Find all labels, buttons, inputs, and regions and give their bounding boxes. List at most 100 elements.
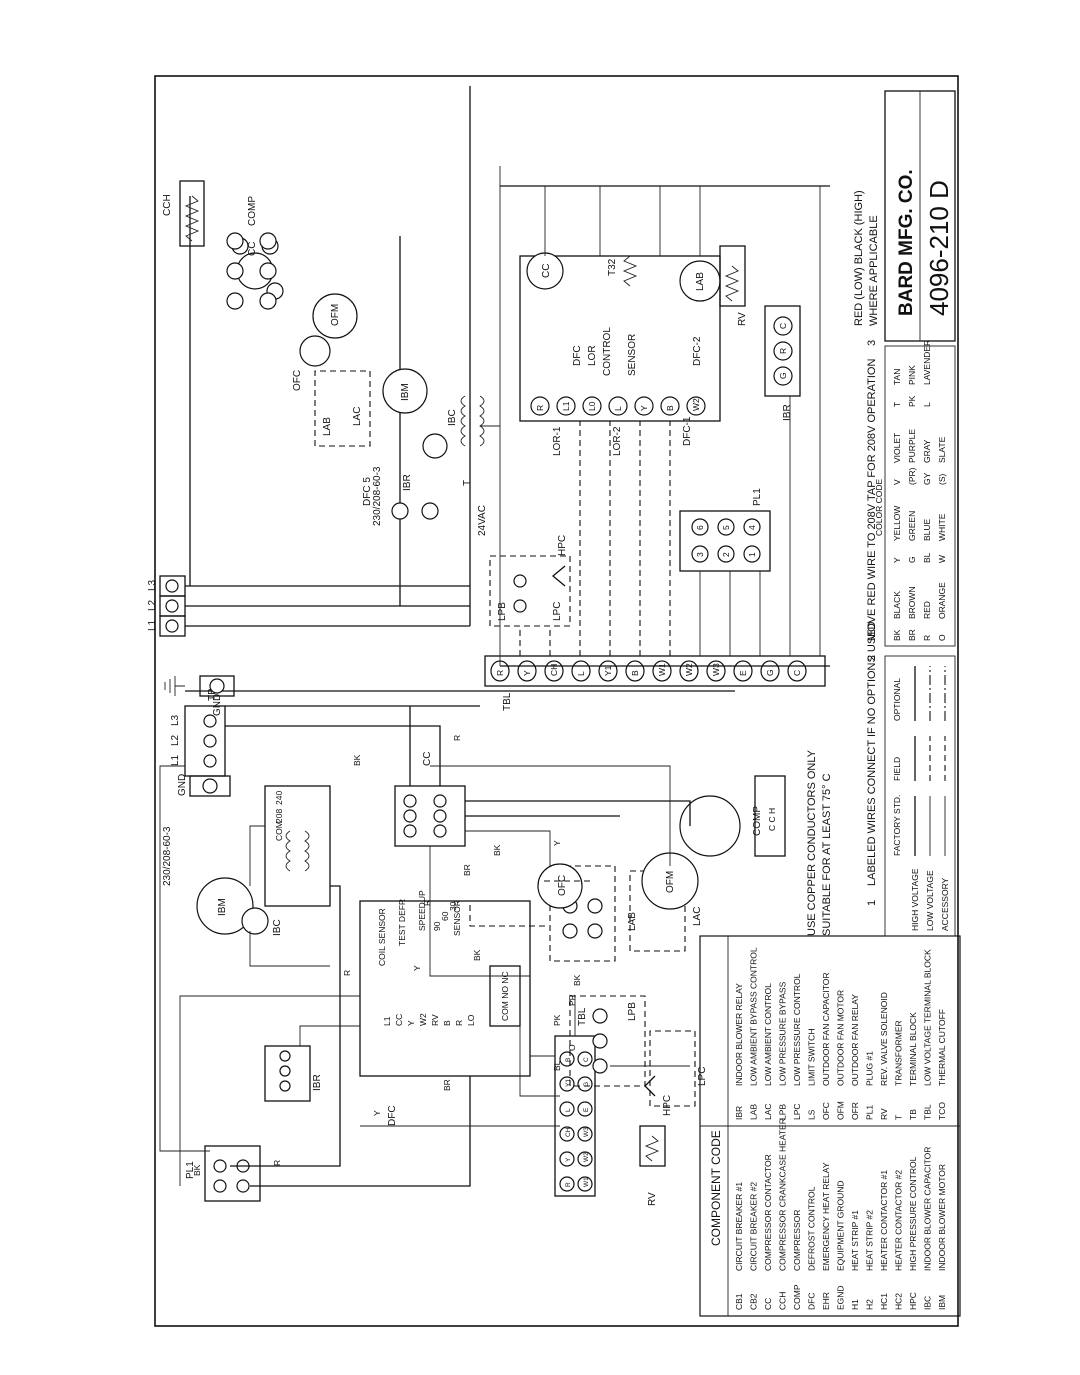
color-code-name: WHITE: [937, 513, 947, 541]
component-code-key: LPC: [792, 1103, 802, 1120]
sch-l1: L1: [147, 619, 158, 631]
wire-color-label: Y: [412, 965, 422, 971]
component-code-key: OFR: [850, 1102, 860, 1120]
sensor-label-wiring: SENSOR: [452, 900, 462, 936]
sch-transformer: T 24VAC: [460, 395, 488, 536]
dfc-terminal-label: L1: [382, 1016, 392, 1026]
tbl-wiring-terminal: [559, 1151, 575, 1167]
wire-color-label: BK: [352, 754, 362, 766]
wire-color-label: R: [452, 735, 462, 741]
color-code-key: BR: [907, 629, 917, 641]
wire-color-label: BK: [572, 974, 582, 986]
color-code-key: BK: [892, 629, 902, 641]
dfc-terminal-label: B: [442, 1020, 452, 1026]
component-code-desc: LIMIT SWITCH: [807, 1029, 817, 1086]
color-code-table: COLOR CODE BKBLACKBRBROWNRREDOORANGEYYEL…: [874, 340, 956, 647]
dfc-terminal-label: Y: [406, 1020, 416, 1026]
control-terminal: [530, 396, 550, 416]
component-code-key: CB2: [749, 1293, 759, 1310]
wire-color-label: BR: [442, 1079, 452, 1091]
component-code-key: PL1: [865, 1105, 875, 1120]
sheet-border: [154, 75, 959, 1327]
wire-color-label: R: [272, 1160, 282, 1166]
color-code-key: (S): [937, 474, 947, 486]
lpc-label-wiring: LPC: [697, 1067, 708, 1086]
cch-label-wiring: C C H: [767, 808, 777, 831]
tbl-wiring-terminal-label: Y: [565, 1157, 572, 1162]
compressor-wiring: COMP C C H: [679, 775, 786, 857]
tbl-wiring-terminal-label: CH: [565, 1127, 572, 1137]
sch-dfc2-label: DFC-2: [692, 336, 703, 366]
component-code-desc: HEATER CONTACTOR #1: [879, 1170, 889, 1271]
tbl-terminal-label: W2: [684, 663, 694, 676]
dfc-terminal-label: W2: [418, 1013, 428, 1026]
tbl-terminal-label: Y: [522, 670, 532, 676]
control-terminal-label: W2: [691, 398, 701, 411]
color-code-key: L: [922, 402, 932, 407]
legend-hdr-field: FIELD: [892, 757, 902, 781]
component-code-key: T: [894, 1115, 904, 1120]
component-code-desc: LOW AMBIENT BYPASS CONTROL: [749, 947, 759, 1086]
ibr-terminal: [773, 341, 793, 361]
pl-terminal: [717, 518, 735, 536]
color-code-name: BLACK: [892, 591, 902, 619]
sch-ibm: IBM IBC: [382, 368, 458, 459]
tbl-terminal-label: E: [738, 670, 748, 676]
control-terminal-label: B: [665, 405, 675, 411]
lab-label-wiring: LAB: [627, 912, 638, 931]
tbl-wiring-terminal-label: G: [583, 1082, 590, 1087]
tbl-terminal-label: R: [495, 670, 505, 676]
tbl-terminal-label: W1: [657, 663, 667, 676]
control-terminal: [660, 396, 680, 416]
note3-text-b: WHERE APPLICABLE: [868, 215, 880, 326]
sch-lor2-label: LOR-2: [612, 426, 623, 456]
component-code-desc: LOW VOLTAGE TERMINAL BLOCK: [923, 949, 933, 1086]
component-code-key: HPC: [908, 1292, 918, 1310]
cc-label-wiring: CC: [422, 752, 433, 766]
control-terminal-label: R: [535, 405, 545, 411]
lpb-label-wiring: LPB: [627, 1002, 638, 1021]
color-code-name: BROWN: [907, 586, 917, 619]
schematic-power-in: GND L1 L2 L3 230/208-60-3: [147, 466, 383, 716]
tbl-wiring-terminal-label: W1: [583, 1177, 590, 1187]
color-code-name: GRAY: [922, 439, 932, 463]
component-code-key: IBM: [937, 1295, 947, 1310]
color-code-name: YELLOW: [892, 506, 902, 541]
color-code-key: BL: [922, 552, 932, 563]
tbl-wiring-terminal-label: W2: [583, 1152, 590, 1162]
tbl-wiring-terminal-label: W3: [583, 1127, 590, 1137]
component-code-key: LAC: [763, 1103, 773, 1120]
sch-cc-coil: CC: [526, 252, 564, 290]
component-code-desc: CIRCUIT BREAKER #1: [734, 1182, 744, 1271]
sch-ibr: IBR: [391, 474, 439, 520]
tbl-wiring-terminal-label: R: [565, 1182, 572, 1187]
component-code-desc: THERMAL CUTOFF: [937, 1009, 947, 1086]
dfc-time-label: 30: [448, 901, 458, 911]
sch-right-column: T32 LAB RV: [607, 245, 748, 326]
color-code-key: T: [892, 402, 902, 407]
tbl-terminal-label: L: [576, 671, 586, 676]
dfc-time-label: 60: [440, 911, 450, 921]
component-code-key: IBR: [734, 1106, 744, 1120]
tbl-wiring-terminal: [577, 1126, 593, 1142]
pl-terminal-label: 6: [695, 525, 705, 530]
lpb-lpc-wiring: LPB LPC: [569, 995, 708, 1107]
ibr-terminal: [773, 316, 793, 336]
transformer-tap-label: 240: [274, 791, 284, 805]
note1-marker: 1: [866, 900, 878, 906]
test-defr-label: TEST DEFR: [397, 899, 407, 946]
wire-color-label: PR: [567, 994, 577, 1006]
ibr-terminal-label: R: [778, 348, 788, 354]
supply-label-wiring: 230/208-60-3: [162, 826, 173, 886]
sch-l2: L2: [147, 599, 158, 611]
sch-cc-label: CC: [247, 242, 258, 256]
control-terminal: [582, 396, 602, 416]
wire-color-label: BK: [192, 1164, 202, 1176]
com-no-nc-label: COM NO NC: [500, 971, 510, 1021]
color-code-key: (PR): [907, 467, 917, 485]
tbl-wiring-terminal: [577, 1101, 593, 1117]
control-terminal-label: L1: [561, 401, 571, 411]
